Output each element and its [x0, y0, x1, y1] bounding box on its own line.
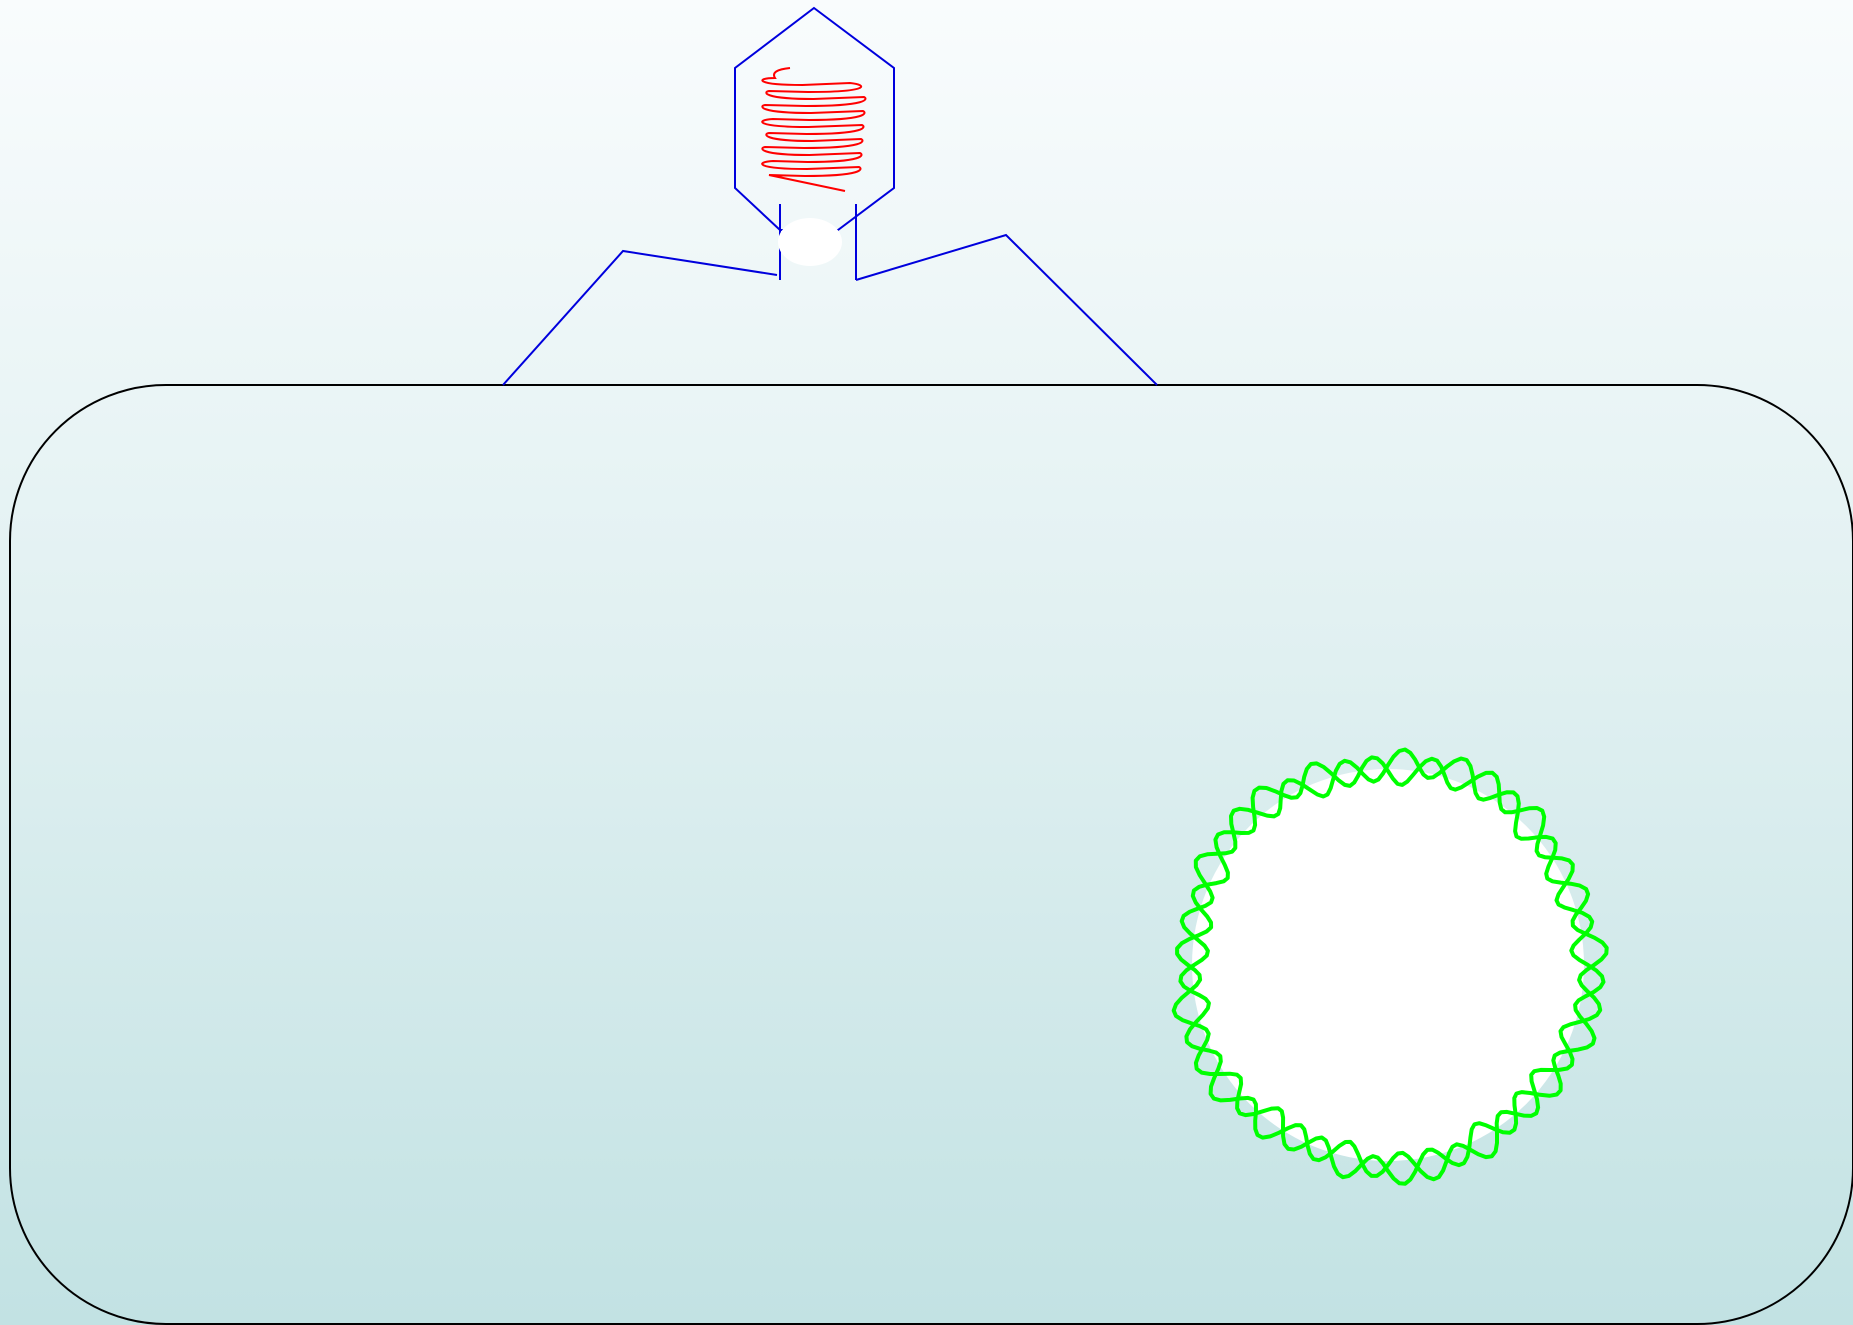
phage-tail-collar	[778, 218, 842, 266]
phage-tail	[778, 204, 856, 280]
phage-tail-fiber-right	[856, 235, 1157, 385]
bacterial-chromosome	[1174, 750, 1607, 1184]
chromosome-center	[1192, 769, 1584, 1161]
bacterial-cell	[10, 385, 1853, 1324]
phage-tail-fiber-left	[503, 251, 777, 385]
phage-dna-coil	[762, 68, 865, 191]
